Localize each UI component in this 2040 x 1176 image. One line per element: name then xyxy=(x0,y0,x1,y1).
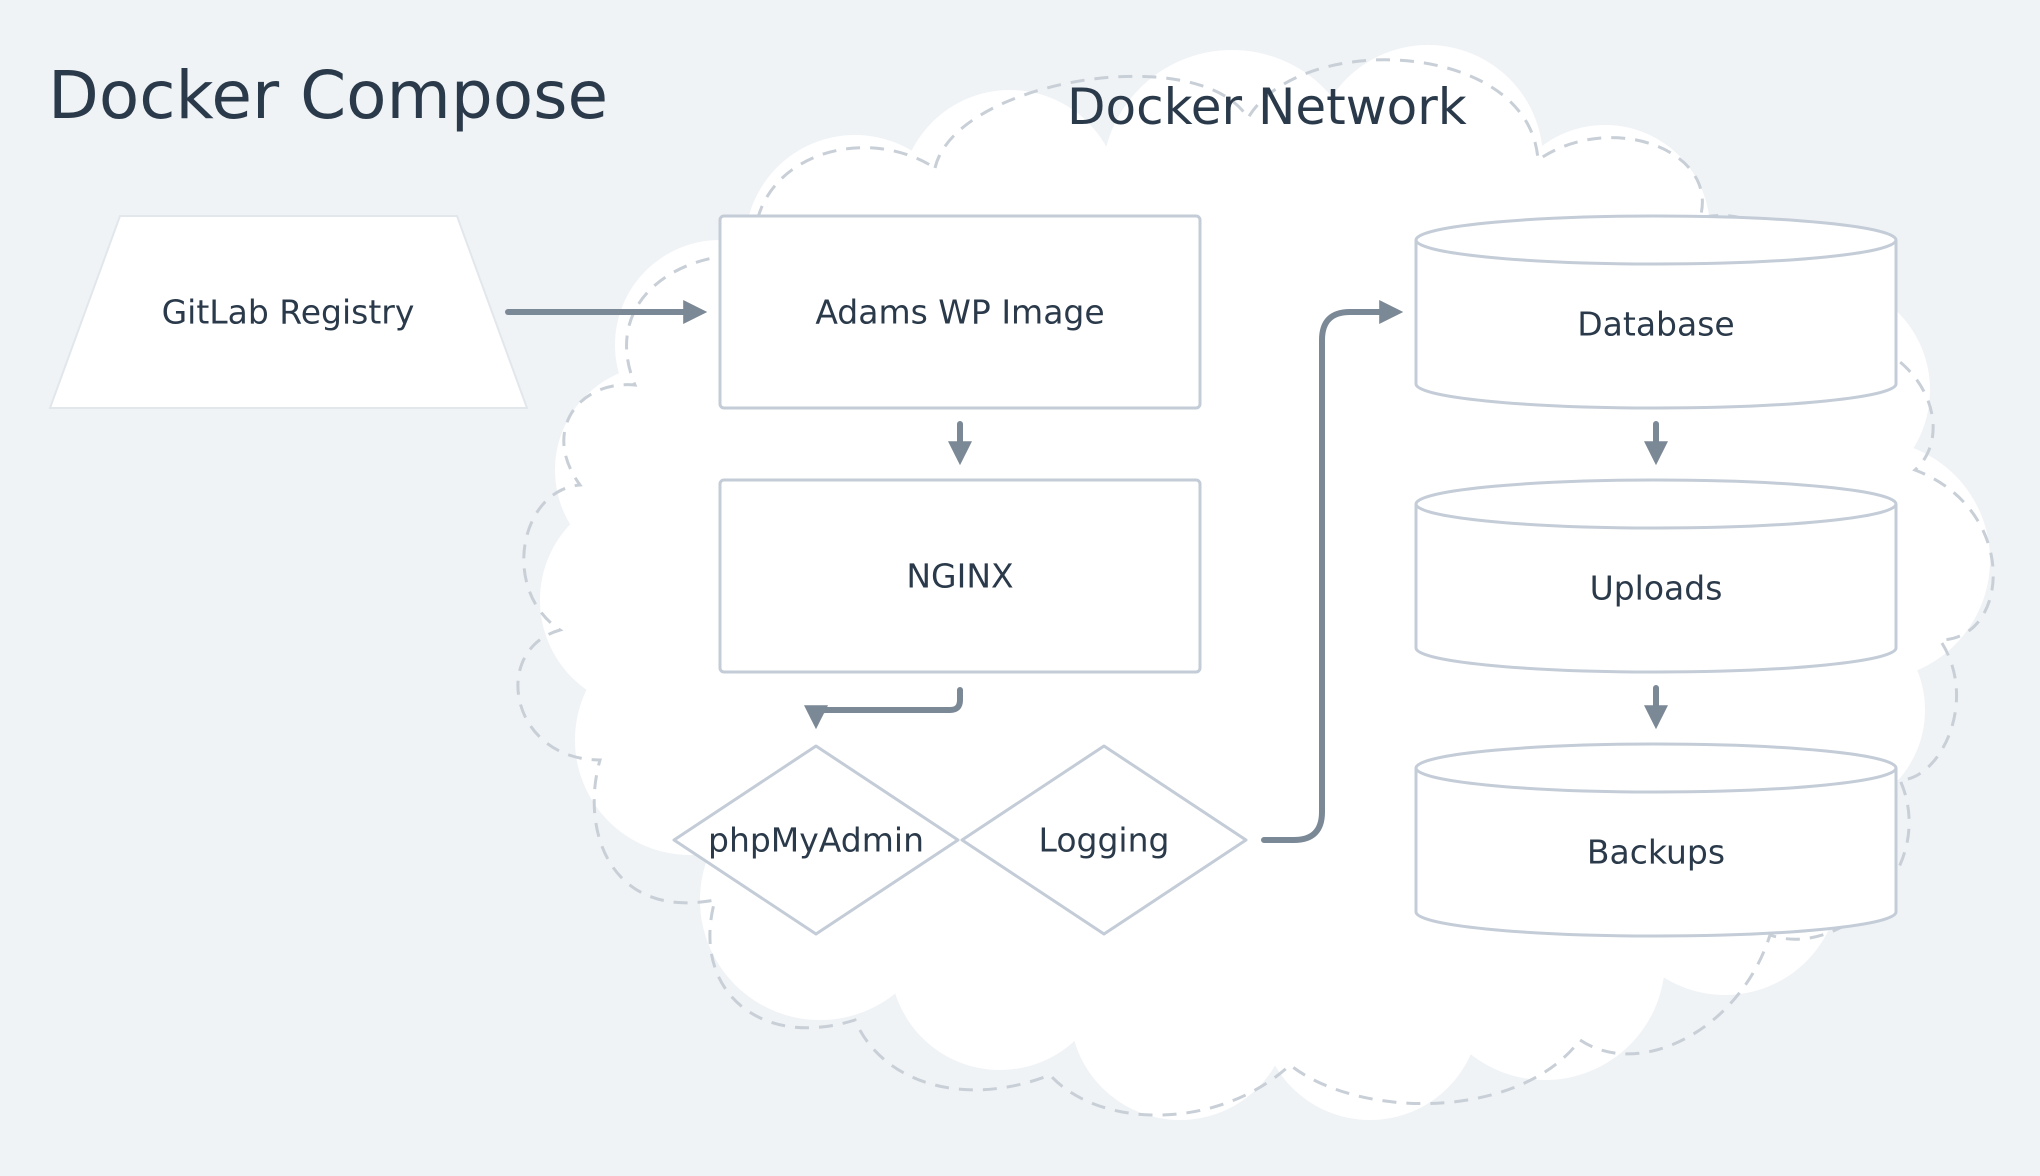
logging-label: Logging xyxy=(1039,821,1170,860)
nginx-node: NGINX xyxy=(718,478,1202,674)
diagram-title: Docker Compose xyxy=(48,57,608,134)
adams-wp-image-node: Adams WP Image xyxy=(718,214,1202,410)
backups-label: Backups xyxy=(1587,833,1725,872)
database-shape xyxy=(1414,214,1898,410)
docker-network-label: Docker Network xyxy=(1067,78,1467,136)
gitlab-registry-shape xyxy=(48,215,529,409)
edge-nginx-to-phpmyadmin xyxy=(804,687,963,730)
backups-shape xyxy=(1414,742,1898,938)
phpmyadmin-node: phpMyAdmin xyxy=(672,744,960,936)
edge-logging-to-database xyxy=(1261,300,1404,843)
database-label: Database xyxy=(1577,305,1734,344)
nginx-label: NGINX xyxy=(906,557,1013,596)
adams-wp-image-label: Adams WP Image xyxy=(815,293,1104,332)
docker-network-cloud xyxy=(516,45,1995,1120)
gitlab-registry-label: GitLab Registry xyxy=(162,293,415,332)
phpmyadmin-shape xyxy=(672,744,960,936)
database-node: Database xyxy=(1414,214,1898,410)
backups-node: Backups xyxy=(1414,742,1898,938)
uploads-node: Uploads xyxy=(1414,478,1898,674)
gitlab-registry-node: GitLab Registry xyxy=(48,215,529,409)
logging-node: Logging xyxy=(960,744,1248,936)
uploads-shape xyxy=(1414,478,1898,674)
uploads-label: Uploads xyxy=(1590,569,1723,608)
logging-shape xyxy=(960,744,1248,936)
nginx-shape xyxy=(718,478,1202,674)
adams-wp-image-shape xyxy=(718,214,1202,410)
phpmyadmin-label: phpMyAdmin xyxy=(708,821,924,860)
